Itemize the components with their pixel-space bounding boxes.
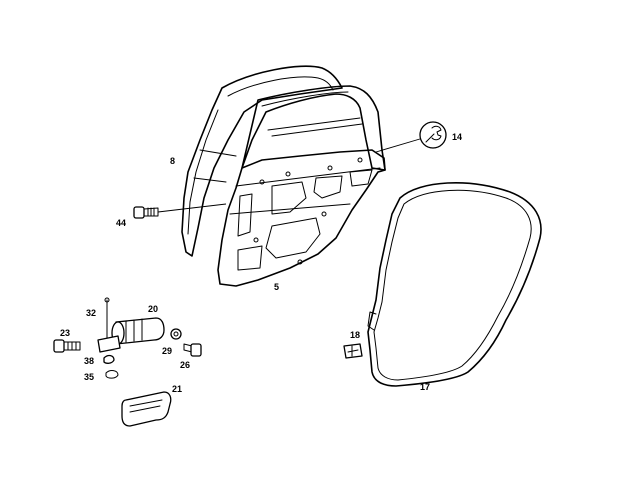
callout-21: 21 (172, 384, 182, 394)
door-seal (367, 182, 542, 387)
door-outer-panel (181, 65, 343, 257)
callout-38: 38 (84, 356, 94, 366)
leader-lines (157, 135, 431, 213)
door-check-assembly (97, 297, 165, 379)
clip-18-icon (343, 343, 363, 359)
callout-35: 35 (84, 372, 94, 382)
bolt-26-icon (183, 343, 202, 357)
callout-8: 8 (170, 156, 175, 166)
callout-labels: 8 14 44 5 20 32 23 29 26 38 35 21 18 17 (60, 132, 462, 394)
bolt-23-icon (53, 339, 81, 353)
screw-44-icon (133, 206, 159, 219)
cover-cap-21 (121, 391, 172, 427)
callout-32: 32 (86, 308, 96, 318)
callout-23: 23 (60, 328, 70, 338)
wrench-icon (419, 121, 447, 149)
callout-5: 5 (274, 282, 279, 292)
door-inner-frame (217, 85, 386, 287)
washer-29-icon (170, 328, 182, 340)
callout-44: 44 (116, 218, 126, 228)
callout-18: 18 (350, 330, 360, 340)
callout-29: 29 (162, 346, 172, 356)
callout-17: 17 (420, 382, 430, 392)
callout-14: 14 (452, 132, 462, 142)
callout-26: 26 (180, 360, 190, 370)
callout-20: 20 (148, 304, 158, 314)
